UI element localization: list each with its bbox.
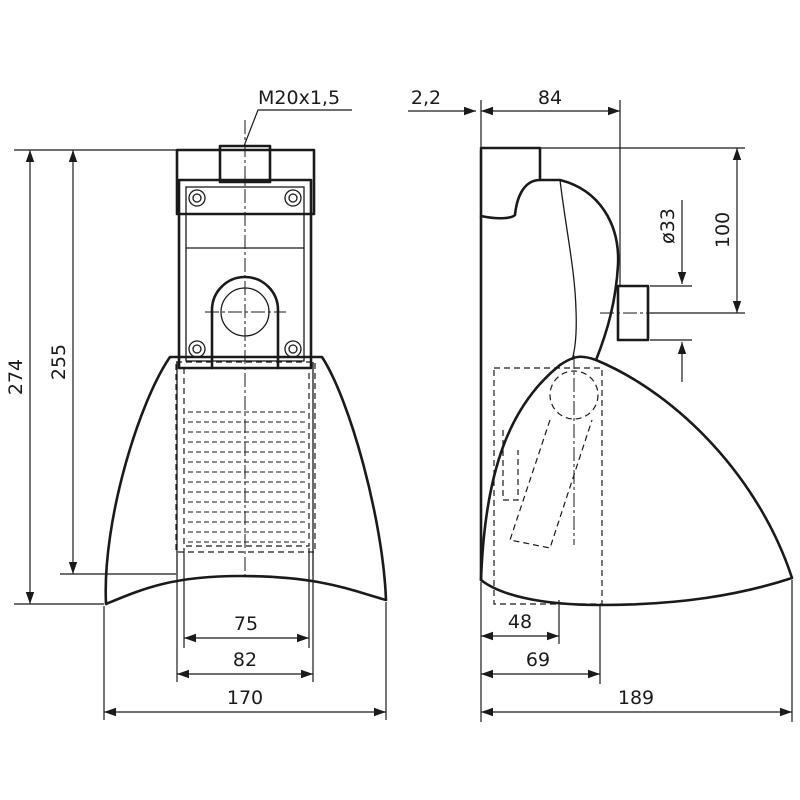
front-led-grille [188, 411, 306, 543]
side-lamp-head [479, 355, 794, 607]
dimension-lines [14, 100, 793, 722]
front-hidden-recess [175, 361, 316, 553]
side-arm [538, 178, 620, 362]
dim-170-label: 170 [227, 687, 263, 709]
front-view [104, 120, 388, 606]
front-luminaire-body [104, 355, 388, 606]
side-top-gland [479, 146, 542, 220]
dim-thread-label: M20x1,5 [258, 87, 340, 109]
dim-274-label: 274 [5, 359, 27, 395]
dim-2-2-label: 2,2 [411, 87, 441, 109]
dim-75-label: 75 [234, 613, 258, 635]
side-hidden-housing [493, 367, 603, 605]
dimension-labels: M20x1,5 274 255 75 82 170 2,2 84 100 ø33… [5, 87, 734, 709]
dim-189-label: 189 [618, 687, 654, 709]
dim-100-label: 100 [712, 212, 734, 248]
dim-82-label: 82 [233, 649, 257, 671]
dim-84-label: 84 [538, 87, 562, 109]
dim-48-label: 48 [508, 611, 532, 633]
dim-69-label: 69 [526, 649, 550, 671]
side-view [479, 146, 794, 607]
dim-255-label: 255 [48, 344, 70, 380]
dim-diameter-label: ø33 [657, 208, 679, 244]
